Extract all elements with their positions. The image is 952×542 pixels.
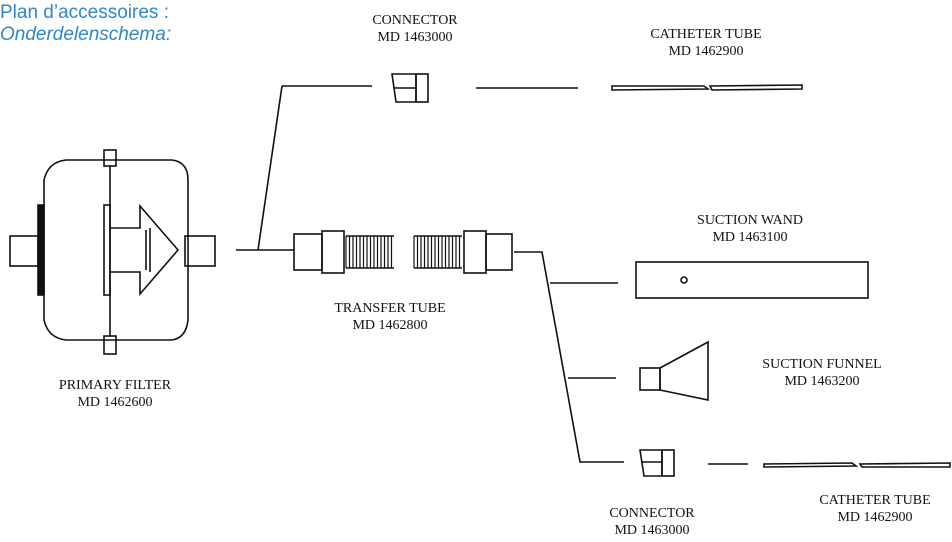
header-title-fr: Plan d’accessoires :	[0, 2, 169, 23]
connector-bottom-label: CONNECTOR MD 1463000	[609, 505, 694, 539]
connector-bottom-code: MD 1463000	[614, 523, 690, 538]
header-title-nl: Onderdelenschema:	[0, 24, 172, 45]
suction-funnel-code: MD 1463200	[784, 374, 860, 389]
primary-filter-drawing	[9, 149, 216, 355]
catheter-top-name: CATHETER TUBE	[650, 27, 762, 42]
transfer-tube-drawing	[293, 230, 513, 274]
suction-funnel-label: SUCTION FUNNEL MD 1463200	[762, 356, 881, 390]
catheter-bottom-code: MD 1462900	[837, 510, 913, 525]
suction-wand-name: SUCTION WAND	[697, 213, 803, 228]
branch-lines-left	[236, 85, 372, 251]
catheter-top-label: CATHETER TUBE MD 1462900	[650, 26, 761, 60]
connector-top-label: CONNECTOR MD 1463000	[372, 12, 457, 46]
transfer-tube-code: MD 1462800	[352, 318, 428, 333]
suction-funnel-drawing	[639, 340, 709, 401]
connector-bottom-drawing	[639, 449, 748, 477]
primary-filter-name: PRIMARY FILTER	[58, 378, 172, 393]
catheter-bottom-drawing	[763, 462, 951, 468]
connector-bottom-name: CONNECTOR	[609, 506, 695, 521]
connector-top-drawing	[391, 73, 578, 103]
suction-wand-label: SUCTION WAND MD 1463100	[697, 212, 803, 246]
catheter-top-drawing	[611, 84, 803, 91]
suction-funnel-name: SUCTION FUNNEL	[762, 357, 882, 372]
catheter-top-code: MD 1462900	[668, 44, 744, 59]
connector-top-name: CONNECTOR	[372, 13, 458, 28]
primary-filter-code: MD 1462600	[77, 395, 153, 410]
branch-lines-right	[514, 251, 624, 463]
catheter-bottom-name: CATHETER TUBE	[819, 493, 931, 508]
suction-wand-drawing	[635, 261, 869, 299]
transfer-tube-name: TRANSFER TUBE	[334, 301, 446, 316]
transfer-tube-label: TRANSFER TUBE MD 1462800	[334, 300, 445, 334]
page-header: Plan d’accessoires : Onderdelenschema:	[0, 2, 171, 46]
primary-filter-label: PRIMARY FILTER MD 1462600	[59, 377, 171, 411]
catheter-bottom-label: CATHETER TUBE MD 1462900	[819, 492, 930, 526]
connector-top-code: MD 1463000	[377, 30, 453, 45]
suction-wand-code: MD 1463100	[712, 230, 788, 245]
